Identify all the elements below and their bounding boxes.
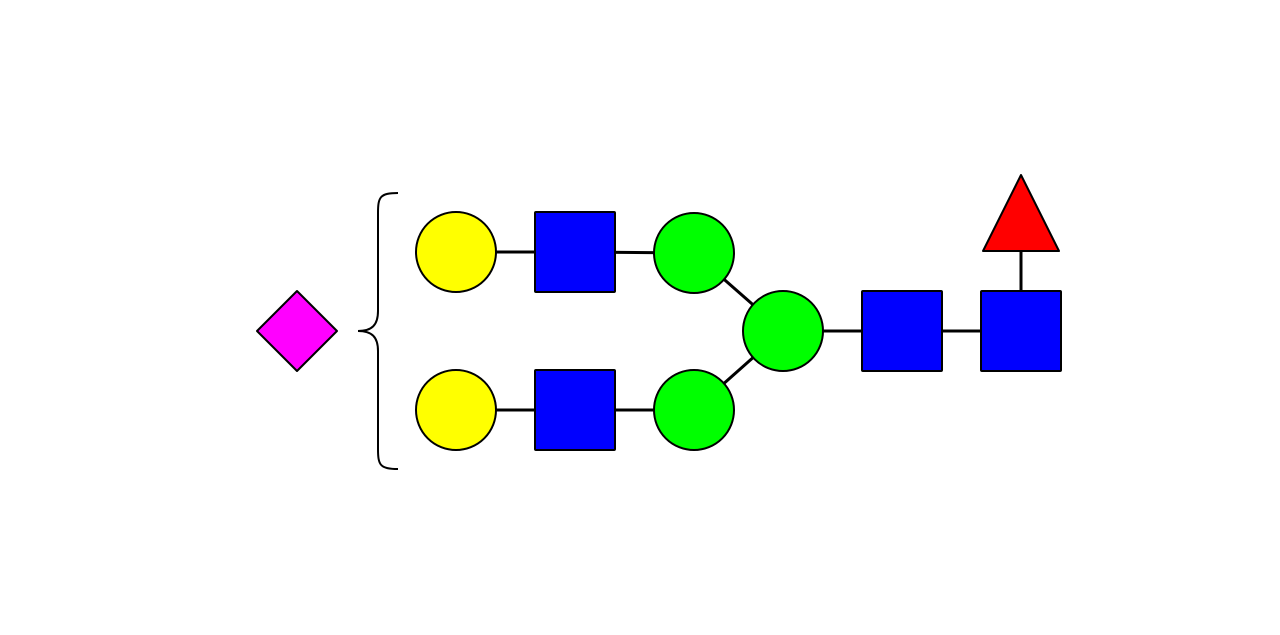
galactose-upper-circle-icon <box>415 211 497 293</box>
galactose-lower-circle-icon <box>415 369 497 451</box>
sialic-acid-diamond-icon <box>256 290 338 372</box>
glcnac-core-square-icon <box>861 290 943 372</box>
mannose-core-circle-icon <box>742 290 824 372</box>
residue-layer <box>256 174 1062 451</box>
brace-layer <box>357 192 399 470</box>
glcnac-reducing-end-square-icon <box>980 290 1062 372</box>
uncertain-attachment-brace <box>357 192 399 470</box>
mannose-lower-circle-icon <box>653 369 735 451</box>
glcnac-lower-square-icon <box>534 369 616 451</box>
glcnac-upper-square-icon <box>534 211 616 293</box>
mannose-upper-circle-icon <box>653 212 735 294</box>
fucose-triangle-icon <box>982 174 1060 252</box>
